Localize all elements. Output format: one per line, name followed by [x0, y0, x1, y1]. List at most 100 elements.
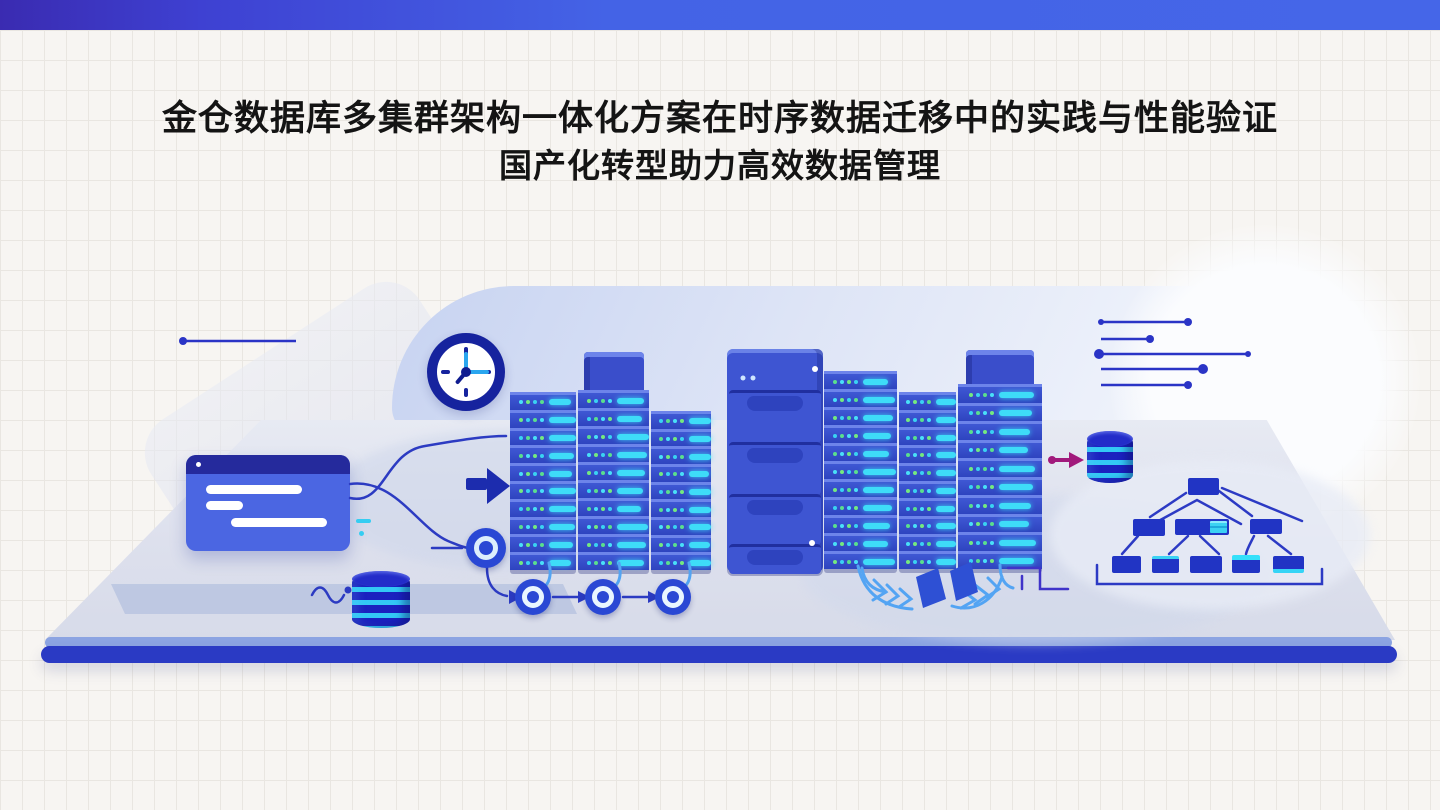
led-indicator — [608, 560, 613, 565]
led-indicator — [920, 524, 925, 529]
server-light-bar — [548, 506, 576, 513]
server-light-bar — [863, 432, 892, 439]
led-indicator — [854, 505, 859, 510]
server-light-bar — [548, 523, 575, 530]
server-leds — [587, 398, 613, 403]
server-unit — [510, 463, 576, 481]
server-leds — [658, 454, 684, 459]
led-indicator — [854, 523, 859, 528]
led-indicator — [927, 453, 932, 458]
led-indicator — [594, 434, 599, 439]
led-indicator — [975, 448, 980, 453]
tree-node — [1250, 519, 1282, 534]
led-indicator — [601, 470, 606, 475]
server-light-bar — [863, 558, 896, 565]
dotted-line-decor — [1098, 318, 1192, 326]
led-indicator — [658, 454, 663, 459]
process-node-ring — [661, 585, 685, 609]
dotted-line-decor — [1101, 335, 1154, 343]
led-indicator — [840, 397, 845, 402]
server-light-bar — [936, 470, 956, 477]
led-indicator — [982, 503, 987, 508]
server-light-bar — [863, 450, 890, 457]
led-indicator — [854, 433, 859, 438]
led-indicator — [587, 434, 592, 439]
led-indicator — [587, 524, 592, 529]
server-unit — [824, 461, 897, 479]
led-indicator — [906, 471, 911, 476]
led-indicator — [833, 523, 838, 528]
server-leds — [906, 435, 932, 440]
led-indicator — [525, 542, 530, 547]
server-light-bar — [998, 428, 1030, 435]
server-light-bar — [936, 487, 956, 494]
server-light-bar — [998, 465, 1035, 472]
server-light-bar — [688, 489, 711, 496]
server-unit — [958, 513, 1042, 532]
server-light-bar — [863, 468, 897, 475]
led-indicator — [968, 559, 973, 564]
led-indicator — [525, 489, 530, 494]
server-unit — [824, 497, 897, 515]
led-indicator — [601, 524, 606, 529]
server-leds — [518, 435, 544, 440]
server-leds — [968, 392, 994, 397]
server-unit — [958, 458, 1042, 477]
led-indicator — [539, 471, 544, 476]
page-title: 金仓数据库多集群架构一体化方案在时序数据迁移中的实践与性能验证 — [161, 99, 1278, 138]
clock-tick — [441, 370, 450, 374]
led-indicator — [665, 437, 670, 441]
led-indicator — [672, 525, 677, 530]
circuit-lines — [1006, 566, 1070, 591]
led-indicator — [920, 506, 925, 511]
server-unit — [578, 444, 649, 462]
window-titlebar — [186, 455, 350, 474]
database-body — [352, 579, 410, 628]
server-rack — [510, 392, 576, 570]
server-unit — [899, 551, 956, 570]
squiggle-decor — [310, 586, 346, 604]
led-indicator — [975, 429, 980, 434]
led-indicator — [968, 522, 973, 527]
server-light-bar — [863, 378, 889, 385]
led-indicator — [833, 559, 838, 564]
led-indicator — [968, 392, 973, 397]
led-indicator — [982, 485, 987, 490]
server-unit — [510, 516, 576, 535]
server-unit — [578, 516, 649, 534]
database-icon — [352, 571, 410, 628]
dotted-line-decor — [1101, 364, 1208, 374]
led-indicator — [518, 400, 523, 405]
led-indicator — [982, 429, 987, 434]
server-leds — [833, 469, 859, 474]
led-indicator — [989, 559, 994, 564]
led-indicator — [847, 397, 852, 402]
server-unit — [651, 517, 711, 535]
led-indicator — [525, 471, 530, 476]
led-indicator — [968, 466, 973, 471]
server-leds — [968, 448, 994, 453]
tree-connectors — [1095, 486, 1324, 586]
led-indicator — [913, 524, 918, 529]
led-indicator — [665, 454, 670, 459]
server-leds — [587, 470, 613, 475]
server-light-bar — [548, 399, 571, 406]
led-indicator — [658, 525, 663, 530]
process-node-ring — [591, 585, 615, 609]
server-unit — [651, 552, 711, 571]
led-indicator — [672, 490, 677, 495]
server-leds — [658, 507, 684, 512]
led-indicator — [989, 503, 994, 508]
server-light-bar — [863, 396, 896, 403]
tree-node — [1133, 519, 1165, 536]
led-indicator — [679, 560, 684, 565]
led-indicator — [679, 490, 684, 495]
led-indicator — [594, 488, 599, 493]
server-light-bar — [998, 539, 1036, 546]
server-unit — [824, 371, 897, 389]
led-indicator — [658, 472, 663, 477]
led-indicator — [665, 490, 670, 495]
led-indicator — [906, 541, 911, 546]
server-light-bar — [617, 469, 646, 476]
server-unit — [510, 445, 576, 464]
